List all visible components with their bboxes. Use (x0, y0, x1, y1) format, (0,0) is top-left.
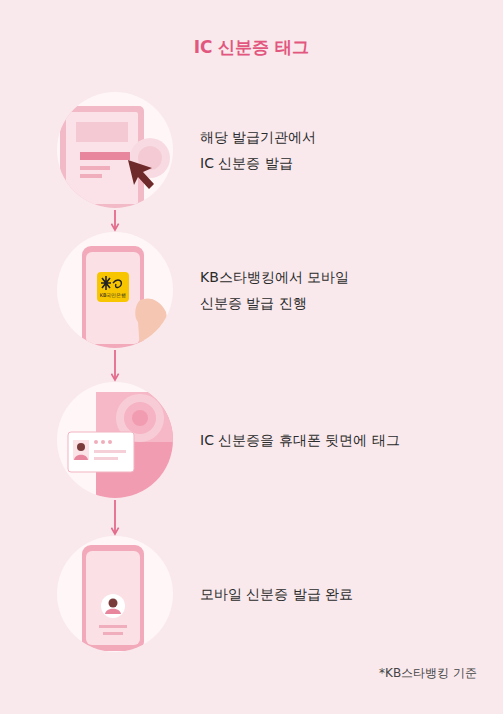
step-label: 해당 발급기관에서 IC 신분증 발급 (200, 124, 325, 176)
doc-highlight (80, 152, 130, 160)
id-line (94, 450, 126, 453)
kb-swirl (113, 280, 121, 287)
nfc-wave (132, 410, 148, 426)
avatar-head (109, 599, 118, 608)
step-circle (57, 536, 173, 652)
logo-text: KB국민은행 (97, 293, 129, 299)
kb-star (101, 276, 111, 290)
diagram-title: IC 신분증 태그 (0, 36, 503, 59)
id-dot (108, 440, 112, 444)
step-text-box: 해당 발급기관에서 IC 신분증 발급 (200, 92, 325, 208)
id-dot (94, 440, 98, 444)
kb-logo (97, 272, 129, 302)
step-node: 해당 발급기관에서 IC 신분증 발급 (57, 92, 333, 208)
id-photo (73, 440, 89, 460)
document-icon (60, 106, 170, 210)
step-label: KB스타뱅킹에서 모바일 신분증 발급 진행 (200, 264, 350, 316)
avatar-body (105, 609, 121, 614)
id-dot (101, 440, 105, 444)
id-card (68, 432, 134, 472)
phone-screen (86, 551, 140, 645)
hand (135, 299, 172, 351)
avatar-bg (101, 594, 125, 618)
mobile-id-icon (82, 545, 144, 651)
step-text-box: 모바일 신분증 발급 완료 (200, 536, 353, 652)
phone-app-icon (82, 246, 172, 350)
tag-icon (68, 392, 176, 502)
id-line (94, 457, 118, 460)
step-node: KB스타뱅킹에서 모바일 신분증 발급 진행 (57, 232, 358, 348)
step-node: 모바일 신분증 발급 완료 (57, 536, 361, 652)
flow-arrow (114, 210, 116, 230)
step-label: 모바일 신분증 발급 완료 (200, 581, 353, 607)
nfc-wave (124, 402, 156, 434)
id-line (103, 632, 123, 635)
step-text-box: KB스타뱅킹에서 모바일 신분증 발급 진행 (200, 232, 350, 348)
flow-arrow (114, 500, 116, 534)
id-line (99, 625, 127, 628)
flow-arrow (114, 350, 116, 380)
phone-screen (86, 252, 140, 344)
step-text-box: IC 신분증을 휴대폰 뒷면에 태그 (200, 382, 400, 498)
doc-line (80, 166, 110, 170)
id-body (74, 455, 88, 460)
step-label: IC 신분증을 휴대폰 뒷면에 태그 (200, 427, 400, 453)
footnote: *KB스타뱅킹 기준 (379, 667, 477, 680)
step-node: IC 신분증을 휴대폰 뒷면에 태그 (57, 382, 408, 498)
phone-body (82, 545, 144, 651)
phone-body (82, 246, 144, 350)
tablet-screen (66, 112, 138, 204)
cursor-arrow (128, 160, 154, 189)
id-head (77, 443, 85, 451)
doc-block (76, 122, 128, 142)
doc-line (80, 174, 102, 178)
